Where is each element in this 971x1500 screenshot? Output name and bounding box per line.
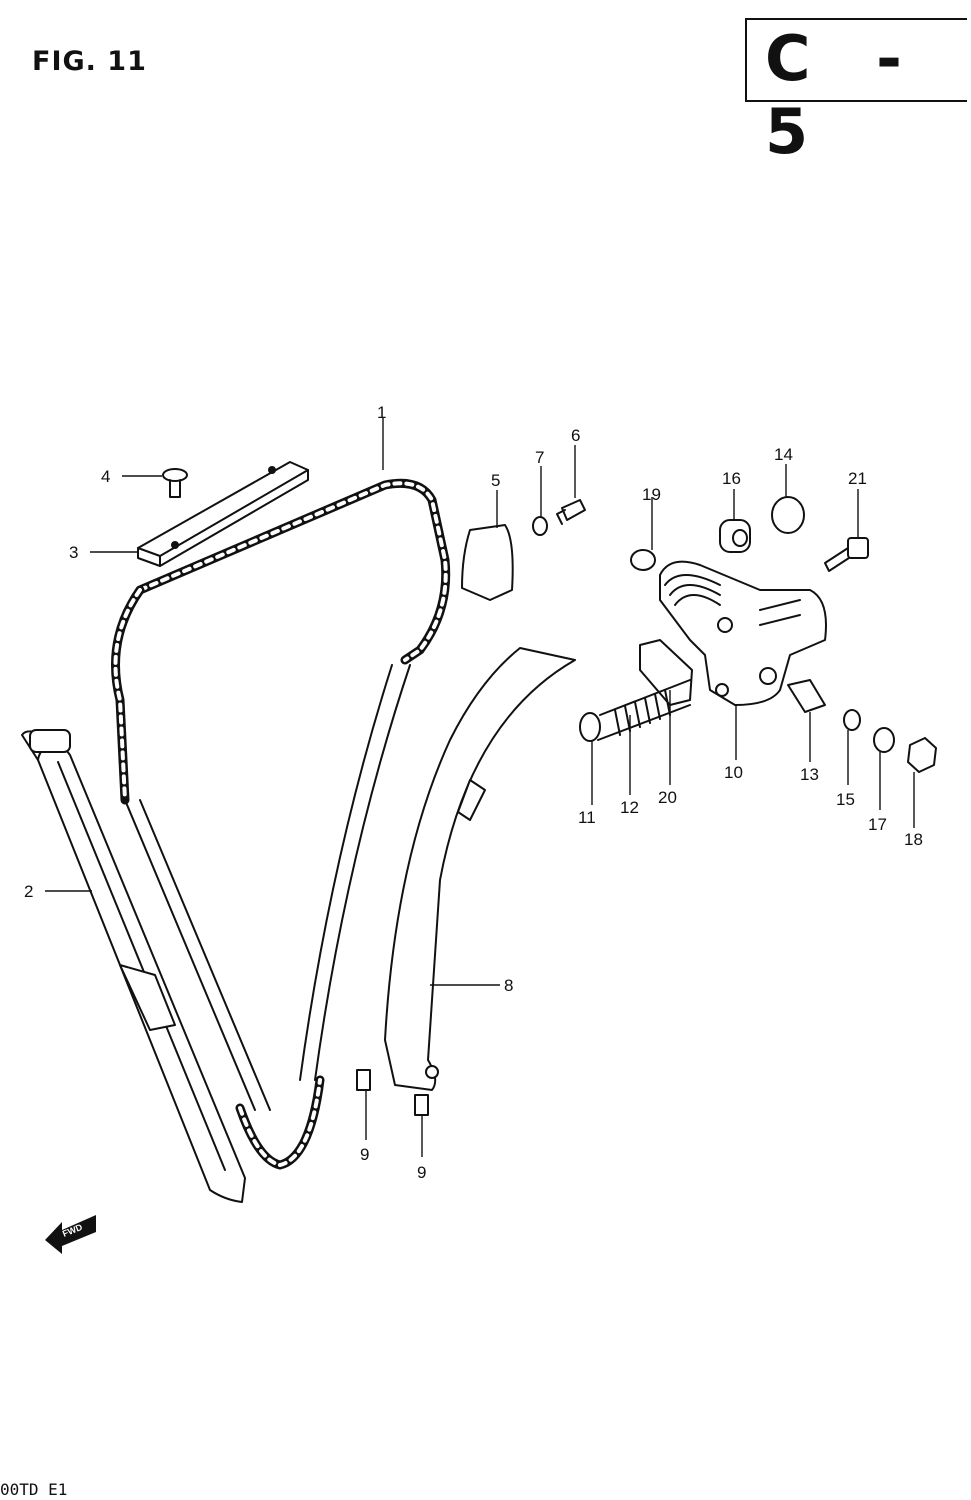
guide-block-drawing: [461, 524, 514, 601]
callout-4: 4: [101, 467, 110, 486]
nut-drawing: [907, 737, 937, 773]
o-ring-small-drawing: [843, 709, 861, 731]
callout-14: 14: [774, 445, 793, 464]
gasket-drawing: [630, 549, 656, 571]
tensioner-body-drawing: [639, 560, 827, 706]
callout-9b: 9: [417, 1163, 426, 1182]
o-ring-drawing: [771, 496, 805, 534]
callout-17: 17: [868, 815, 887, 834]
top-guide-drawing: [137, 461, 309, 567]
bolt-21-drawing: [824, 537, 869, 572]
callout-7: 7: [535, 448, 544, 467]
callout-15: 15: [836, 790, 855, 809]
callout-3: 3: [69, 543, 78, 562]
washer-17-drawing: [873, 727, 895, 753]
pin-drawing: [414, 1094, 429, 1116]
figure-label: FIG. 11: [32, 46, 147, 77]
section-box: [745, 18, 967, 102]
bolt-drawing: [556, 499, 586, 525]
pin-drawing: [356, 1069, 371, 1091]
screw-drawing: [162, 468, 188, 498]
callout-2: 2: [24, 882, 33, 901]
leader-lines: [45, 418, 915, 1157]
callout-11: 11: [578, 808, 596, 827]
callout-1: 1: [377, 403, 386, 422]
front-guide-drawing: [384, 647, 576, 1091]
adjust-screw-drawing: [787, 679, 826, 713]
footer-code: 00TD E1: [0, 1480, 68, 1499]
rear-guide-drawing: [21, 729, 246, 1203]
callout-13: 13: [800, 765, 819, 784]
callout-12: 12: [620, 798, 639, 817]
callout-18: 18: [904, 830, 923, 849]
callout-20: 20: [658, 788, 677, 807]
fwd-arrow-icon: FWD: [45, 1215, 96, 1254]
callout-8: 8: [504, 976, 513, 995]
callout-6: 6: [571, 426, 580, 445]
callout-5: 5: [491, 471, 500, 490]
callout-16: 16: [722, 469, 741, 488]
washer-drawing: [532, 516, 548, 536]
callout-19: 19: [642, 485, 661, 504]
section-code: C - 5: [765, 22, 924, 168]
push-rod-drawing: [579, 679, 691, 742]
callout-21: 21: [848, 469, 867, 488]
callout-9: 9: [360, 1145, 369, 1164]
cam-chain-drawing: [111, 478, 451, 1170]
cap-drawing: [719, 519, 751, 553]
callout-10: 10: [724, 763, 743, 782]
